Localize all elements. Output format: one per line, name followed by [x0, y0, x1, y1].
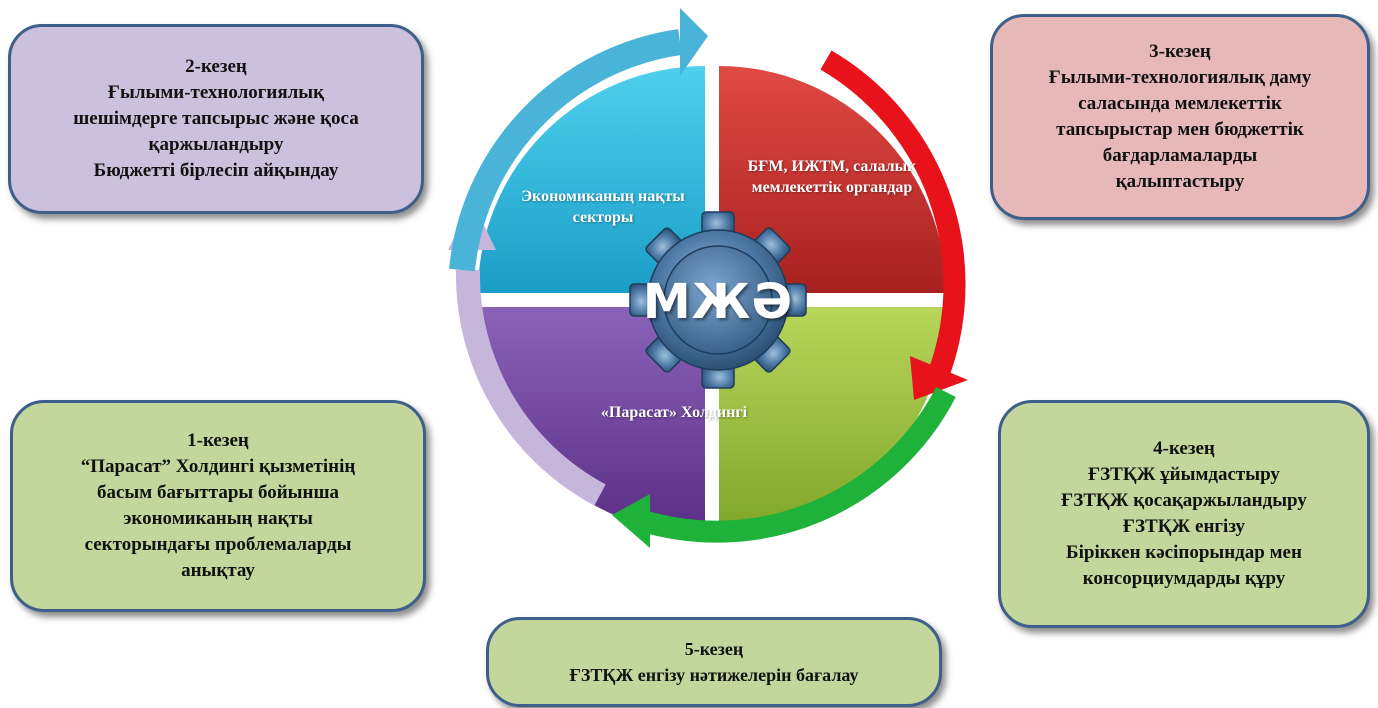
quadrant-bottom-left [478, 307, 705, 534]
stage-line: анықтау [181, 560, 255, 581]
center-label: МЖӘ [642, 274, 794, 330]
quadrant-label-line: мемлекеттік органдар [751, 179, 913, 196]
blue-arrowhead [680, 8, 708, 76]
stage-line: қаржыландыру [148, 134, 284, 155]
stage-2-box: 2-кезең Ғылыми-технологиялық шешімдерге … [8, 24, 424, 214]
stage-line: Біріккен кәсіпорындар мен [1066, 542, 1302, 563]
quadrant-label-parasat: «Парасат» Холдингі [600, 404, 748, 421]
stage-line: бағдарламаларды [1102, 145, 1258, 166]
stage-line: шешімдерге тапсырыс және қоса [73, 108, 359, 129]
stage-5-box: 5-кезең ҒЗТҚЖ енгізу нәтижелерін бағалау [486, 617, 942, 707]
stage-title: 2-кезең [185, 56, 247, 77]
stage-line: ҒЗТҚЖ қосақаржыландыру [1061, 490, 1307, 511]
stage-line: ҒЗТҚЖ енгізу нәтижелерін бағалау [569, 665, 859, 685]
red-arrow [820, 50, 966, 374]
stage-line: ҒЗТҚЖ ұйымдастыру [1088, 464, 1280, 485]
gear-icon [629, 211, 807, 389]
stage-line: басым бағыттары бойынша [97, 482, 339, 503]
stage-4-box: 4-кезең ҒЗТҚЖ ұйымдастыру ҒЗТҚЖ қосақарж… [998, 400, 1370, 628]
stage-line: Бюджетті бірлесіп айқындау [93, 160, 339, 181]
quadrant-label-line: Экономиканың [521, 188, 634, 205]
stage-title: 4-кезең [1153, 438, 1215, 459]
quadrant-label-line: нақты секторы [572, 188, 685, 226]
green-arrowhead [612, 494, 650, 548]
stage-title: 1-кезең [187, 430, 249, 451]
stage-line: секторындағы проблемаларды [84, 534, 352, 555]
stage-line: консорциумдарды құру [1082, 568, 1286, 589]
stage-line: қалыптастыру [1115, 171, 1245, 192]
quadrant-label-line: БҒМ, ИЖТМ, салалық [747, 158, 917, 175]
stage-line: саласында мемлекеттік [1078, 93, 1282, 114]
stage-1-box: 1-кезең “Парасат” Холдингі қызметінің ба… [10, 400, 426, 612]
stage-line: Ғылыми-технологиялық [107, 82, 325, 103]
stage-title: 3-кезең [1149, 41, 1211, 62]
blue-arrow [449, 29, 682, 272]
stage-line: тапсырыстар мен бюджеттік [1056, 119, 1304, 140]
red-arrowhead [910, 356, 968, 400]
stage-line: экономиканың нақты [123, 508, 313, 529]
green-arrow [636, 386, 956, 543]
stage-line: ҒЗТҚЖ енгізу [1122, 516, 1246, 537]
lavender-arrow [455, 269, 606, 506]
quadrant-top-left [478, 66, 705, 293]
quadrant-label-real-sector: Экономиканың нақты секторы [508, 186, 698, 228]
stage-line: “Парасат” Холдингі қызметінің [80, 456, 356, 477]
stage-3-box: 3-кезең Ғылыми-технологиялық даму саласы… [990, 14, 1370, 220]
stage-title: 5-кезең [684, 639, 744, 659]
stage-line: Ғылыми-технологиялық даму [1048, 67, 1312, 88]
quadrant-label-government: БҒМ, ИЖТМ, салалық мемлекеттік органдар [714, 156, 950, 198]
